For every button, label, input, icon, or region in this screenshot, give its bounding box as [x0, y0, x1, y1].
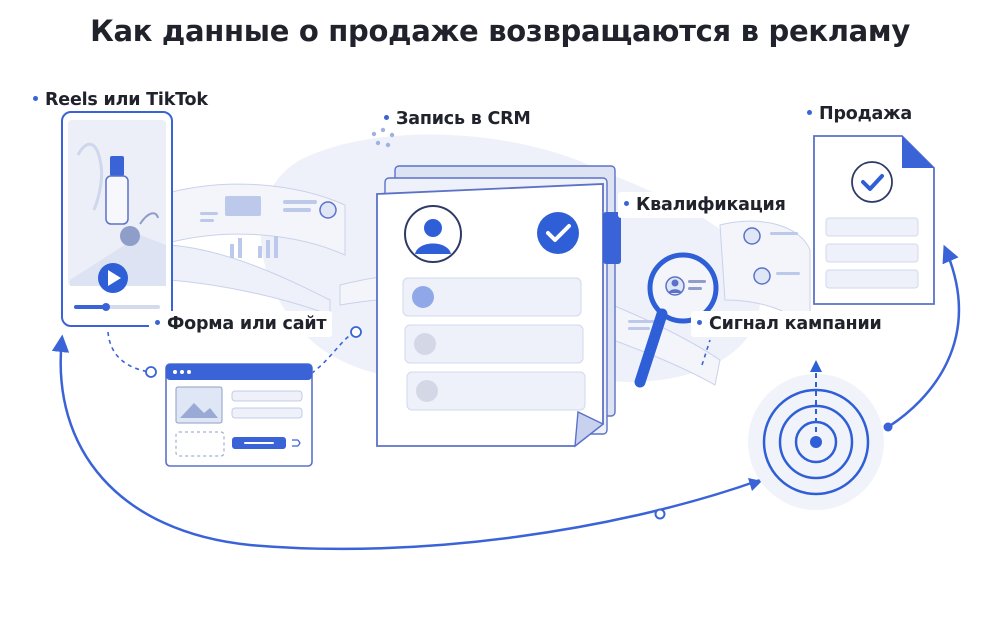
magnifier-icon — [634, 252, 719, 388]
target-icon — [748, 360, 884, 510]
decorative-dots — [371, 127, 395, 148]
bullet-dot — [697, 319, 702, 325]
bullet-dot — [624, 200, 629, 206]
bullet-dot — [807, 109, 812, 115]
return-arc — [51, 334, 761, 551]
document-check-icon — [813, 135, 935, 305]
return-arc-node — [654, 508, 666, 520]
signal-to-sale-node — [883, 422, 893, 432]
web-form-icon — [165, 363, 313, 467]
signal-to-sale-arc — [887, 244, 961, 429]
phone-video-icon — [61, 111, 173, 327]
step-label-crm: Запись в CRM — [384, 106, 531, 132]
step-label-reels: Reels или TikTok — [33, 87, 208, 113]
connector-node — [350, 326, 362, 338]
bullet-dot — [384, 114, 389, 120]
step-label-signal: Сигнал кампании — [691, 311, 888, 337]
connector-node — [145, 366, 157, 378]
step-label-form: Форма или сайт — [149, 311, 333, 337]
bullet-dot — [155, 319, 160, 325]
diagram-title: Как данные о продаже возвращаются в рекл… — [90, 14, 910, 48]
step-label-qualification: Квалификация — [618, 192, 792, 218]
bullet-dot — [33, 95, 38, 101]
crm-record-icon — [376, 165, 621, 448]
step-label-sale: Продажа — [807, 101, 912, 127]
arc-arrow-head — [748, 478, 762, 491]
dashed-connectors — [107, 331, 711, 379]
